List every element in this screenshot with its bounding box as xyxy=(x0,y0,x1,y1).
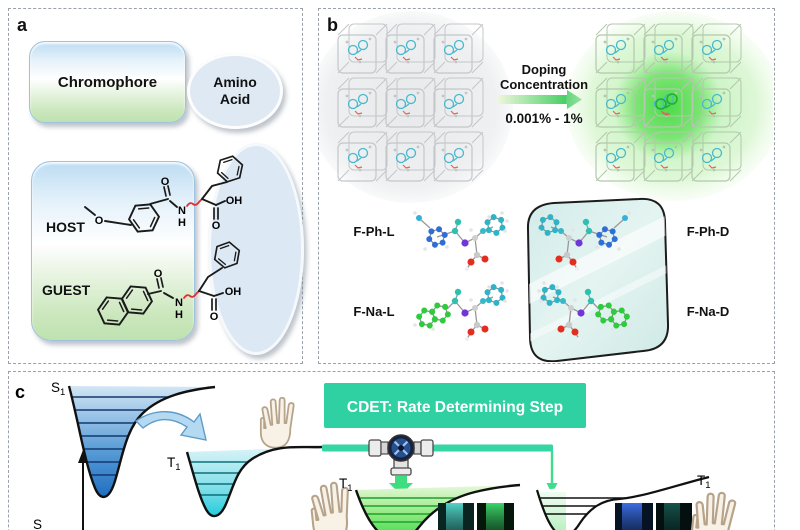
guest-carbonyl-o: O xyxy=(154,268,163,280)
host-carbonyl-o: O xyxy=(161,176,170,188)
crystal-lattice-doped xyxy=(566,11,773,201)
host-h: H xyxy=(178,217,186,229)
panel-a-tag: a xyxy=(17,15,28,35)
label-f-ph-d: F-Ph-D xyxy=(686,224,730,239)
crystal-lattice-undoped xyxy=(319,11,513,203)
valve-icon xyxy=(368,434,434,495)
doping-line1: Doping xyxy=(521,62,567,77)
t1-well-right xyxy=(535,475,710,530)
dopant-molecule xyxy=(655,93,678,116)
guest-structure: O N H OH O xyxy=(93,239,242,332)
label-f-na-d: F-Na-D xyxy=(686,304,730,319)
host-methoxy-o: O xyxy=(95,215,104,227)
t1-label-cyan: T1 xyxy=(167,455,181,473)
chromophore-box: Chromophore xyxy=(29,41,186,123)
cdet-banner: CDET: Rate Determining Step xyxy=(324,383,586,428)
doping-range-label: 0.001% - 1% xyxy=(505,111,583,126)
t1-label-green: T1 xyxy=(339,476,353,494)
host-oh: OH xyxy=(226,195,243,207)
guest-oh: OH xyxy=(225,286,242,298)
host-guest-box xyxy=(31,161,195,341)
emission-photos-blue xyxy=(615,503,692,530)
chirality-hand-icon-right xyxy=(688,489,738,530)
s0-label: S xyxy=(33,517,42,530)
chirality-hand-icon-top xyxy=(259,396,295,449)
t1-label-right: T1 xyxy=(697,473,711,491)
emission-photos-green xyxy=(438,503,514,530)
isc-curved-arrow xyxy=(134,411,207,441)
guest-h: H xyxy=(175,309,183,321)
host-acid-o: O xyxy=(212,220,221,232)
branch-arrow-down xyxy=(546,483,558,494)
panel-b-tag: b xyxy=(327,15,338,35)
amino-acid-line1: Amino xyxy=(213,74,257,90)
molecule-f-na-l xyxy=(413,281,509,341)
panel-b: b Doping Concentration 0.001% - 1% F-Ph-… xyxy=(318,8,775,364)
doping-concentration-label: Doping Concentration xyxy=(469,62,619,92)
amino-acid-line2: Acid xyxy=(219,91,251,107)
excitation-arrow xyxy=(78,450,88,530)
t1-well-cyan xyxy=(185,445,323,518)
label-f-na-l: F-Na-L xyxy=(353,304,395,319)
panel-a: a Chromophore Amino Acid HOST GUEST O xyxy=(8,8,304,364)
mirror-pane xyxy=(526,197,670,362)
panel-a-chemistry: O O N H OH O xyxy=(84,153,245,332)
guest-acid-o: O xyxy=(210,311,219,323)
molecule-f-ph-l xyxy=(413,211,509,271)
valve-arrow-down xyxy=(389,476,413,495)
energy-pipe xyxy=(322,444,558,494)
label-f-ph-l: F-Ph-L xyxy=(353,224,395,239)
amino-acid-ellipse: Amino Acid xyxy=(187,53,283,129)
guest-n: N xyxy=(175,297,183,309)
doping-line2: Concentration xyxy=(499,77,589,92)
host-structure: O O N H OH O xyxy=(84,153,245,239)
guest-label: GUEST xyxy=(42,282,91,298)
cdet-banner-text: CDET: Rate Determining Step xyxy=(347,399,563,416)
panel-c-graphics: CDET: Rate Determining Step xyxy=(15,380,738,530)
host-n: N xyxy=(178,205,186,217)
chromophore-label: Chromophore xyxy=(57,73,158,91)
panel-b-graphics xyxy=(319,11,773,362)
s1-label: S1 xyxy=(51,380,65,398)
host-label: HOST xyxy=(46,219,85,235)
panel-c: CDET: Rate Determining Step xyxy=(8,371,775,530)
panel-c-tag: c xyxy=(15,382,25,402)
